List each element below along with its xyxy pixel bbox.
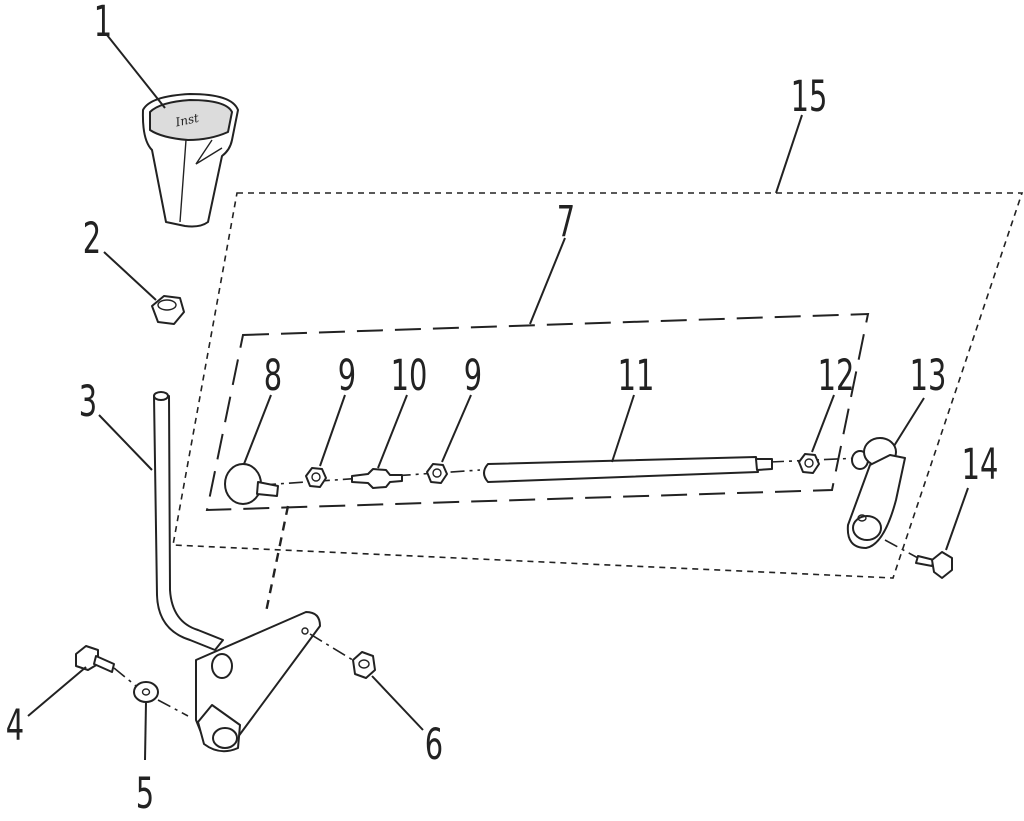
callout-3: 3 (79, 376, 97, 426)
callout-14: 14 (962, 439, 999, 489)
callout-1: 1 (94, 0, 112, 46)
callout-10: 10 (391, 350, 428, 400)
shift-knob: Inst (141, 93, 239, 228)
callout-7: 7 (557, 196, 575, 246)
ball-joint (224, 463, 279, 505)
connection-line-13-14 (884, 539, 919, 559)
pivot-bolt (915, 551, 953, 579)
ball-joint-arm (846, 437, 906, 549)
flat-washer (133, 681, 159, 703)
flange-bolt (75, 645, 115, 673)
adjusting-stud (351, 468, 403, 489)
nut-right (426, 463, 448, 484)
callout-11: 11 (618, 350, 655, 400)
shift-lever (153, 391, 321, 753)
callout-5: 5 (136, 768, 154, 818)
connection-line-4-5 (113, 667, 189, 717)
callout-8: 8 (264, 350, 282, 400)
assembly-7-boundary (205, 312, 870, 512)
callout-12: 12 (818, 350, 855, 400)
callout-2: 2 (83, 213, 101, 263)
callout-6: 6 (425, 719, 443, 769)
leader-lines (27, 34, 969, 761)
connection-line-8-3 (264, 505, 290, 613)
connection-line-6 (309, 633, 357, 663)
lock-nut (352, 651, 376, 679)
nut-left (305, 467, 327, 488)
shift-rod (483, 456, 773, 483)
assembly-15-boundary (172, 192, 1024, 579)
knob-logo: Inst (173, 111, 200, 130)
callout-9-right: 9 (464, 350, 482, 400)
callout-4: 4 (6, 700, 24, 750)
nut-end (798, 453, 820, 474)
callout-9-left: 9 (338, 350, 356, 400)
jam-nut (151, 295, 185, 325)
callout-13: 13 (910, 350, 947, 400)
callout-15: 15 (791, 71, 828, 121)
